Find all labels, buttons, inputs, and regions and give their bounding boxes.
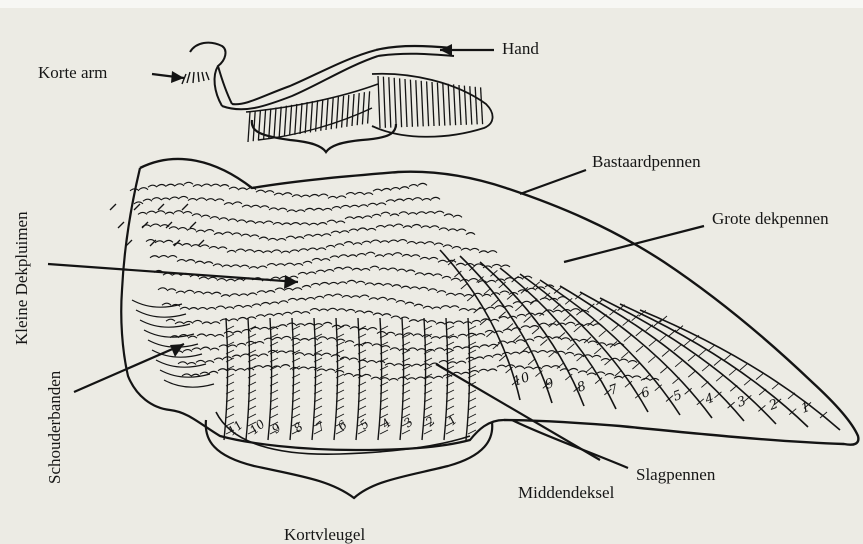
middendeksel-label: Middendeksel bbox=[518, 484, 614, 501]
hand-label: Hand bbox=[502, 40, 539, 57]
kortvleugel-label: Kortvleugel bbox=[284, 526, 365, 543]
grote-dekpennen-label: Grote dekpennen bbox=[712, 210, 829, 227]
korte-arm-label: Korte arm bbox=[38, 64, 107, 81]
schouderbanden-label: Schouderbanden bbox=[46, 371, 63, 484]
top-border bbox=[0, 0, 863, 8]
bastaardpennen-label: Bastaardpennen bbox=[592, 153, 701, 170]
kleine-dekpluimen-label: Kleine Dekpluimen bbox=[13, 211, 30, 345]
slagpennen-label: Slagpennen bbox=[636, 466, 715, 483]
